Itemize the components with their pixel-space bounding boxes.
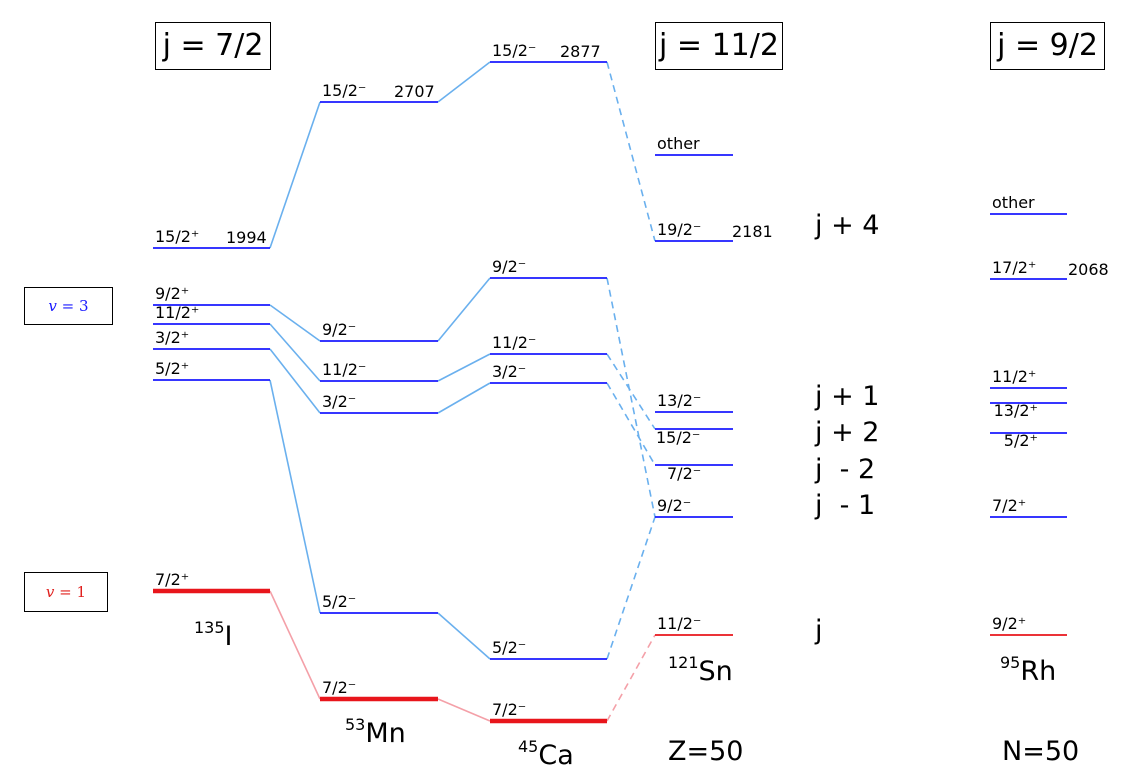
level-spin-Sn_152: 15/2⁻ <box>656 428 700 447</box>
connector-Mn_72-to-Ca_72 <box>437 698 491 722</box>
level-spin-I_52: 5/2⁺ <box>155 359 189 378</box>
level-spin-I_112: 11/2⁺ <box>155 303 199 322</box>
connector-Ca_152-to-Sn_192 <box>606 61 656 242</box>
header-j72: j = 7/2 <box>155 22 271 70</box>
connector-Ca_52-to-Sn_92 <box>606 516 656 660</box>
nucleus-symbol-Rh95: Rh <box>1020 656 1057 687</box>
seniority-v1-value: = 1 <box>54 583 87 601</box>
nucleus-label-Sn121: 121Sn <box>668 653 733 687</box>
connector-Mn_152-to-Ca_152 <box>437 61 491 103</box>
nucleus-label-Rh95: 95Rh <box>1000 653 1057 687</box>
nucleus-label-Mn53: 53Mn <box>345 715 406 749</box>
header-j112-text: j = 11/2 <box>659 28 779 63</box>
seniority-v3-value: = 3 <box>56 297 89 315</box>
level-energy-Ca_152: 2877 <box>560 42 601 61</box>
connector-Ca_112-to-Sn_152 <box>606 353 656 430</box>
header-j92: j = 9/2 <box>990 22 1105 70</box>
level-spin-Mn_112: 11/2⁻ <box>322 360 366 379</box>
nucleus-symbol-Ca45: Ca <box>538 740 574 771</box>
level-spin-Ca_92: 9/2⁻ <box>492 257 526 276</box>
nucleus-mass-Sn121: 121 <box>668 653 699 672</box>
level-spin-Mn_72: 7/2⁻ <box>322 678 356 697</box>
nucleus-mass-I135: 135 <box>194 618 225 637</box>
level-spin-Sn_112: 11/2⁻ <box>657 614 701 633</box>
connector-I_112-to-Mn_112 <box>269 323 321 382</box>
nucleus-symbol-Mn53: Mn <box>365 718 406 749</box>
nucleus-mass-Mn53: 53 <box>345 715 366 734</box>
seniority-v3-symbol: v <box>48 297 57 315</box>
level-spin-Mn_32: 3/2⁻ <box>322 392 356 411</box>
seniority-v3-box: v = 3 <box>24 287 113 325</box>
connector-Ca_92-to-Sn_92 <box>606 277 656 518</box>
connector-I_52-to-Mn_52 <box>269 379 321 614</box>
level-spin-Rh_52: 5/2⁺ <box>1004 431 1038 450</box>
level-energy-Mn_152: 2707 <box>394 82 435 101</box>
level-energy-I_1552: 1994 <box>226 228 267 247</box>
nucleus-symbol-Sn121: Sn <box>698 656 733 687</box>
config-j: j <box>815 615 823 646</box>
level-spin-Mn_92: 9/2⁻ <box>322 320 356 339</box>
label-layer: 15/2⁺19949/2⁺11/2⁺3/2⁺5/2⁺7/2⁺15/2⁻27079… <box>155 41 1109 719</box>
config-j-plus-1: j + 1 <box>815 381 880 412</box>
level-spin-Sn_192: 19/2⁻ <box>657 220 701 239</box>
level-spin-Ca_72: 7/2⁻ <box>492 700 526 719</box>
config-j-plus-4: j + 4 <box>815 210 880 241</box>
connector-Ca_32-to-Sn_72 <box>606 382 656 466</box>
level-spin-I_32: 3/2⁺ <box>155 328 189 347</box>
header-j92-text: j = 9/2 <box>997 28 1098 63</box>
seniority-v1-box: v = 1 <box>24 572 108 612</box>
level-spin-Rh_112: 11/2⁺ <box>992 367 1036 386</box>
level-spin-Mn_52: 5/2⁻ <box>322 592 356 611</box>
level-spin-Rh_72: 7/2⁺ <box>992 496 1026 515</box>
header-j112: j = 11/2 <box>655 22 783 70</box>
level-spin-Ca_112: 11/2⁻ <box>492 333 536 352</box>
level-spin-Sn_72: 7/2⁻ <box>667 464 701 483</box>
header-j72-text: j = 7/2 <box>162 28 264 63</box>
level-energy-Rh_172: 2068 <box>1068 260 1109 279</box>
nucleus-mass-Ca45: 45 <box>518 737 539 756</box>
connector-Mn_92-to-Ca_92 <box>437 277 491 342</box>
connector-I_92-to-Mn_92 <box>269 304 321 342</box>
level-spin-Rh_132: 13/2⁺ <box>994 401 1038 420</box>
config-j-minus-2: j - 2 <box>815 454 876 485</box>
config-j-plus-2: j + 2 <box>815 417 880 448</box>
connector-Mn_112-to-Ca_112 <box>437 353 491 382</box>
level-spin-I_72: 7/2⁺ <box>155 570 189 589</box>
footer-N50: N=50 <box>1002 736 1080 767</box>
nucleus-label-I135: 135I <box>194 618 233 652</box>
level-spin-Rh_172: 17/2⁺ <box>992 258 1036 277</box>
level-spin-Rh_92: 9/2⁺ <box>992 614 1026 633</box>
level-spin-Mn_152: 15/2⁻ <box>322 81 366 100</box>
connector-I_1552-to-Mn_152 <box>269 101 321 249</box>
connector-Ca_72-to-Sn_112 <box>606 634 656 722</box>
config-j-minus-1: j - 1 <box>815 490 876 521</box>
nucleus-symbol-I135: I <box>224 621 233 652</box>
level-spin-I_92: 9/2⁺ <box>155 284 189 303</box>
connector-Mn_32-to-Ca_32 <box>437 382 491 414</box>
level-layer <box>153 61 1067 724</box>
nucleus-label-Ca45: 45Ca <box>518 737 574 771</box>
connector-layer <box>269 61 656 722</box>
level-energy-Sn_192: 2181 <box>732 222 773 241</box>
level-spin-Sn_92: 9/2⁻ <box>657 496 691 515</box>
level-spin-Sn_other: other <box>657 134 700 153</box>
level-spin-Ca_32: 3/2⁻ <box>492 362 526 381</box>
connector-Mn_52-to-Ca_52 <box>437 612 491 660</box>
connector-I_32-to-Mn_32 <box>269 348 321 414</box>
level-spin-Ca_52: 5/2⁻ <box>492 638 526 657</box>
nucleus-mass-Rh95: 95 <box>1000 653 1021 672</box>
level-spin-I_1552: 15/2⁺ <box>155 227 199 246</box>
level-spin-Rh_other: other <box>992 193 1035 212</box>
seniority-v1-symbol: v <box>45 583 55 601</box>
level-spin-Sn_132: 13/2⁻ <box>657 391 701 410</box>
connector-I_72-to-Mn_72 <box>269 590 321 700</box>
level-spin-Ca_152: 15/2⁻ <box>492 41 536 60</box>
footer-Z50: Z=50 <box>668 736 744 767</box>
